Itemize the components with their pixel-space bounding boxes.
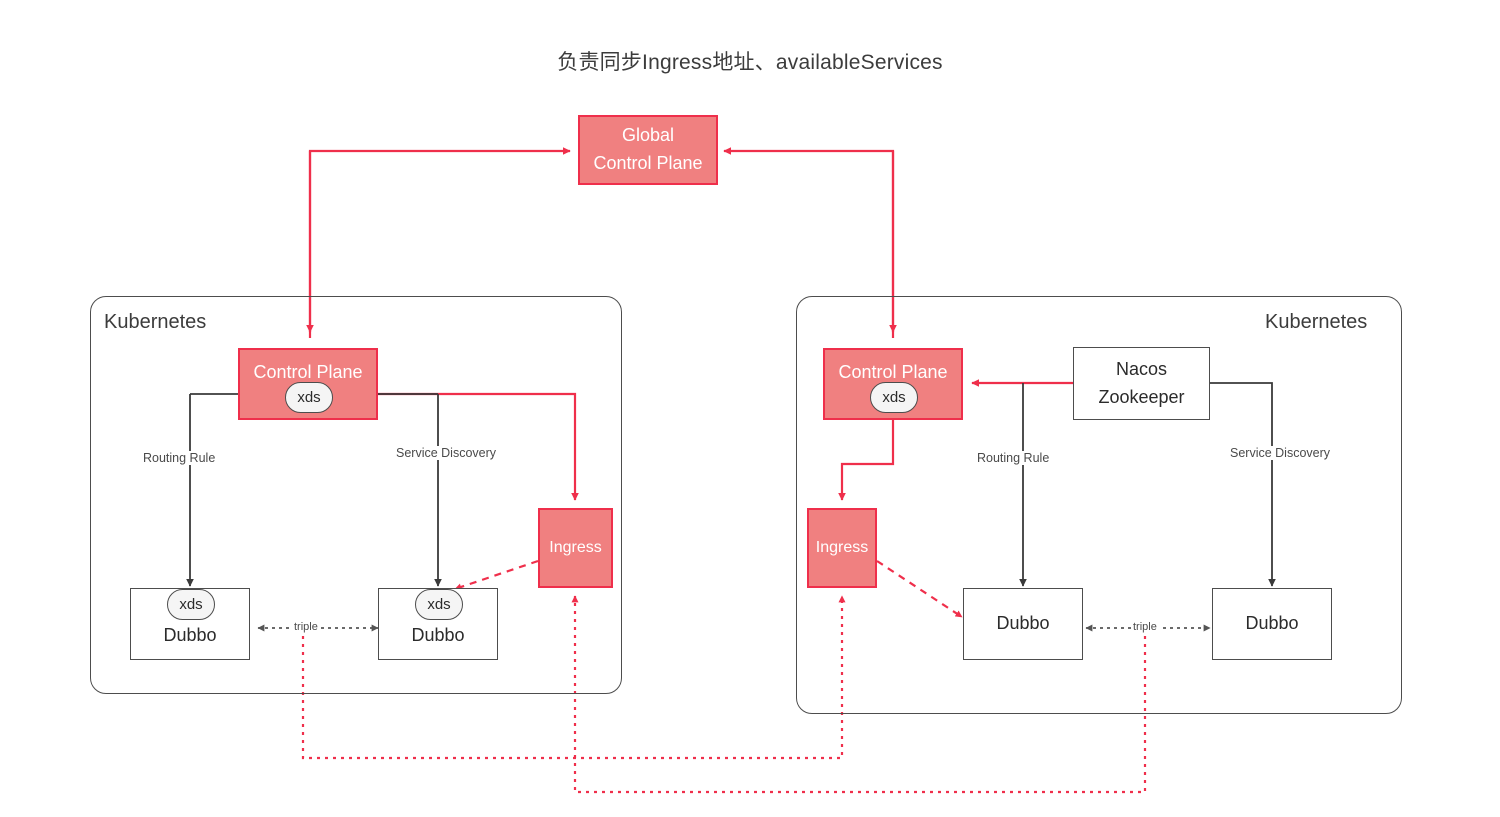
diagram-title: 负责同步Ingress地址、availableServices (557, 51, 943, 74)
right-dubbo-a-box[interactable]: Dubbo (963, 588, 1083, 660)
left-ingress-box[interactable]: Ingress (538, 508, 613, 588)
right-control-plane-label: Control Plane (838, 362, 948, 382)
global-control-plane-box[interactable]: Global Control Plane (578, 115, 718, 185)
left-cluster-label: Kubernetes (104, 311, 207, 333)
left-service-discovery-label: Service Discovery (394, 446, 499, 460)
left-kubernetes-cluster (90, 296, 622, 694)
left-routing-rule-label: Routing Rule (141, 451, 218, 465)
left-dubbo-a-xds-badge: xds (167, 589, 215, 620)
right-service-discovery-label: Service Discovery (1228, 446, 1333, 460)
left-triple-label: triple (292, 621, 320, 633)
registry-box[interactable]: Nacos Zookeeper (1073, 347, 1210, 420)
registry-line1: Nacos (1115, 358, 1168, 379)
left-dubbo-b-label: Dubbo (411, 625, 465, 646)
left-dubbo-a-label: Dubbo (163, 625, 217, 646)
global-control-plane-line1: Global (621, 125, 675, 146)
right-ingress-box[interactable]: Ingress (807, 508, 877, 588)
left-dubbo-b-xds-badge: xds (415, 589, 463, 620)
right-dubbo-b-label: Dubbo (1245, 613, 1299, 634)
right-kubernetes-cluster (796, 296, 1402, 714)
right-dubbo-a-label: Dubbo (996, 613, 1050, 634)
left-control-plane-xds-badge: xds (285, 382, 333, 413)
left-ingress-label: Ingress (549, 538, 602, 556)
right-routing-rule-label: Routing Rule (975, 451, 1052, 465)
right-ingress-label: Ingress (815, 538, 869, 556)
right-triple-label: triple (1131, 621, 1159, 633)
right-cluster-label: Kubernetes (1265, 311, 1368, 333)
right-control-plane-xds-badge: xds (870, 382, 918, 413)
right-dubbo-b-box[interactable]: Dubbo (1212, 588, 1332, 660)
left-control-plane-label: Control Plane (253, 362, 363, 382)
registry-line2: Zookeeper (1098, 386, 1185, 407)
global-control-plane-line2: Control Plane (593, 153, 703, 173)
